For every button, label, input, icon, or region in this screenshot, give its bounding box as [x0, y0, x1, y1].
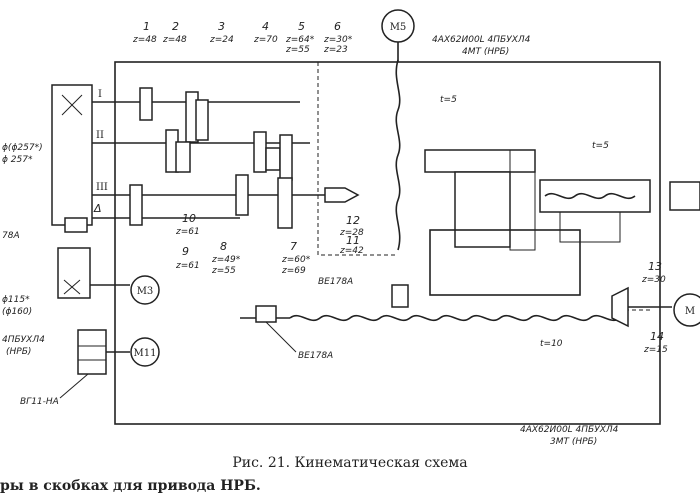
gear-5-num: 5 [298, 20, 305, 33]
gear-2b [175, 141, 191, 173]
motor-spec-left: 4ПБУХЛ4 [2, 335, 45, 345]
gear-4-z: z=70 [253, 35, 278, 45]
vg-leader [59, 373, 89, 399]
headstock-side [509, 149, 536, 251]
gear-8 [235, 174, 249, 216]
motor-m11 [130, 337, 160, 367]
gear-6-z1: z=30* [323, 35, 353, 45]
m5-spec-2: 4МТ (НРБ) [462, 47, 509, 57]
be-leader [265, 321, 297, 353]
gear-1 [139, 87, 153, 121]
gear-9-z: z=61 [175, 261, 200, 271]
bottom-screw [289, 314, 621, 322]
gear-8-num: 8 [220, 240, 227, 253]
gear-1-num: 1 [143, 20, 150, 33]
gear-14-num: 14 [650, 330, 664, 343]
gear-10-z: z=61 [175, 227, 200, 237]
dashed-link [317, 62, 398, 256]
motor-m5 [381, 9, 415, 43]
gear-10-num: 10 [182, 212, 196, 225]
gear-13-z: z=30 [641, 275, 666, 285]
pulley-bottom-label-2: (ϕ160) [2, 307, 32, 317]
gear-3-z: z=24 [209, 35, 234, 45]
m11-label: M11 [134, 348, 157, 359]
gear-7-z1: z=60* [281, 255, 311, 265]
vertical-screw [395, 59, 401, 251]
housing-frame [114, 61, 661, 425]
gear-8-z1: z=49* [211, 255, 241, 265]
gear-13-num: 13 [648, 260, 662, 273]
be-label-bottom: ВЕ178А [298, 351, 333, 361]
be-label-top: ВЕ178А [318, 277, 353, 287]
right-lower-block [559, 211, 621, 243]
pulley-bottom-label: ϕ115* [2, 295, 30, 305]
m5-spec: 4AX62И00L 4ПБУХЛ4 [432, 35, 531, 45]
gear-5-z2: z=55 [285, 45, 310, 55]
gear-4-num: 4 [262, 20, 269, 33]
spindle-cone [324, 187, 360, 203]
brake-block [64, 217, 88, 233]
gear-2-z: z=48 [162, 35, 187, 45]
bevel-gear-13 [611, 286, 629, 328]
m5-label: M5 [390, 22, 407, 33]
gear-5 [253, 131, 267, 173]
be-clutch-mid [391, 284, 409, 308]
gear-7-num: 7 [290, 240, 297, 253]
right-end-block [669, 181, 700, 211]
pulley-top-label-2: ϕ 257* [2, 155, 33, 165]
pitch-bottom: t=10 [540, 339, 563, 349]
gear-14-z: z=15 [643, 345, 668, 355]
headstock-body [454, 171, 511, 248]
gear-7 [277, 177, 293, 229]
brake-label: 78А [2, 231, 20, 241]
pulley-top-mark-2 [61, 94, 83, 116]
right-screw [544, 192, 636, 200]
vg-label: ВГ11-НА [20, 397, 59, 407]
m-right-label: M [685, 306, 695, 317]
shaft-I-label: I [98, 89, 102, 100]
diagram-canvas: M5 M3 M11 M I II III 1 z=48 2 z=48 3 z=2… [2, 9, 700, 447]
pitch-top: t=5 [440, 95, 457, 105]
gear-3-num: 3 [218, 20, 225, 33]
gear-4 [195, 99, 209, 141]
pitch-right: t=5 [592, 141, 609, 151]
gearbox-left [77, 329, 107, 375]
motor-m3 [130, 275, 160, 305]
gear-6 [279, 134, 293, 181]
gear-9-10 [129, 184, 143, 226]
table-block [429, 229, 581, 296]
pulley-bottom [57, 247, 91, 299]
pulley-bottom-mark-2 [63, 279, 81, 295]
figure-caption: Рис. 21. Кинематическая схема [232, 455, 468, 471]
gear-11-z: z=42 [339, 246, 364, 256]
gear-12-z: z=28 [339, 228, 364, 238]
m-right-spec-2: 3МТ (НРБ) [550, 437, 597, 447]
m-right-spec: 4AX62И00L 4ПБУХЛ4 [520, 425, 619, 435]
gear-12-num: 12 [346, 214, 360, 227]
headstock-top [424, 149, 536, 173]
pulley-top [51, 84, 93, 226]
gear-7-z2: z=69 [281, 266, 306, 276]
shaft-II-label: II [96, 130, 104, 141]
gear-5-z1: z=64* [285, 35, 315, 45]
motor-spec-left-2: (НРБ) [6, 347, 31, 357]
be-clutch-bottom [255, 305, 277, 323]
gear-8-z2: z=55 [211, 266, 236, 276]
gear-6-num: 6 [334, 20, 341, 33]
figure-footnote: ры в скобках для привода НРБ. [0, 478, 261, 494]
motor-m-right [673, 293, 700, 327]
shaft-III-label: III [96, 182, 108, 193]
gear-11-num: 11 [346, 234, 360, 247]
gear-5b [265, 147, 281, 171]
delta-label: Δ [93, 202, 102, 215]
gear-2-num: 2 [172, 20, 179, 33]
gear-1-z: z=48 [132, 35, 157, 45]
pulley-top-label: ϕ(ϕ257*) [2, 143, 43, 153]
right-housing [539, 179, 651, 213]
m3-label: M3 [137, 286, 154, 297]
gear-6-z2: z=23 [323, 45, 348, 55]
gear-9-num: 9 [182, 245, 189, 258]
